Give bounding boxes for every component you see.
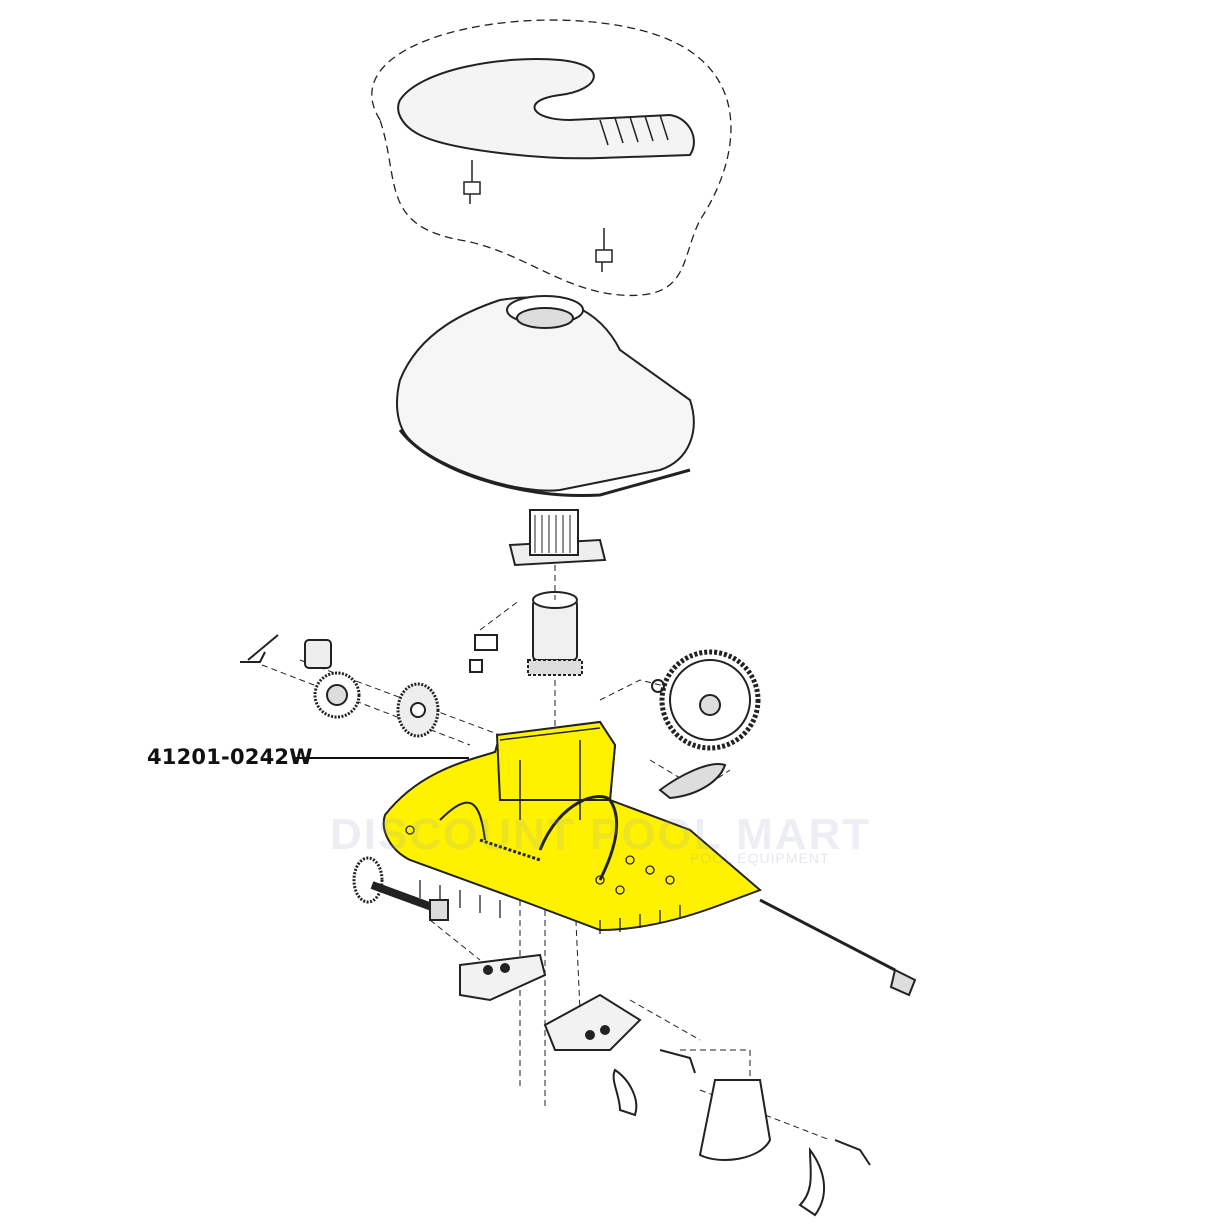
watermark-text: DISCOUNT POOL MART [330, 810, 872, 859]
upper-housing [396, 295, 695, 498]
top-cover [397, 58, 695, 160]
side-cam [658, 763, 727, 800]
base-chassis-highlighted [382, 720, 762, 934]
skid-plates [459, 953, 642, 1051]
part-number-callout: 41201-0242W [147, 745, 313, 769]
watermark-subtext: POOL EQUIPMENT [690, 850, 830, 866]
left-drive-parts [240, 634, 440, 738]
assembly-guides [261, 565, 831, 1141]
cover-group-outline [371, 19, 732, 297]
connector [469, 634, 498, 673]
brushes-and-clips [612, 1049, 871, 1217]
motor [527, 591, 583, 676]
axle-rod [759, 898, 917, 997]
callout-leader-line [294, 757, 469, 759]
motor-bracket [508, 509, 607, 567]
left-axle [352, 856, 449, 921]
large-gear [651, 649, 761, 751]
cover-pins [463, 160, 613, 272]
